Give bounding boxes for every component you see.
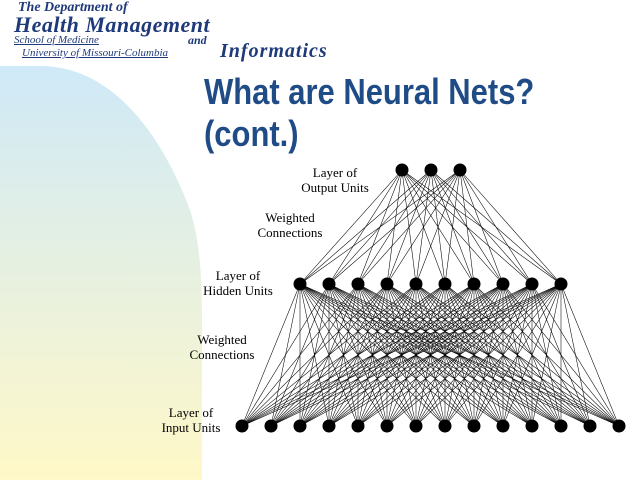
hidden-input-connection — [502, 283, 562, 427]
output-hidden-connection — [459, 169, 533, 285]
output-layer-label: Layer of Output Units — [290, 165, 380, 195]
hidden-input-connection — [531, 283, 562, 427]
output-hidden-connection — [444, 169, 461, 285]
school-of-medicine-label: School of Medicine — [14, 34, 99, 46]
hidden-layer — [293, 277, 568, 291]
output-hidden-connection — [415, 169, 461, 285]
input-unit-13 — [583, 419, 597, 433]
input-unit-11 — [525, 419, 539, 433]
university-label: University of Missouri-Columbia — [22, 47, 169, 59]
and-label: and — [188, 33, 207, 47]
hidden-input-connection — [241, 283, 417, 427]
weighted-connections-top-line2: Connections — [257, 225, 323, 240]
input-unit-6 — [380, 419, 394, 433]
hidden-input-connection — [241, 283, 359, 427]
hidden-unit-1 — [293, 277, 307, 291]
input-unit-7 — [409, 419, 423, 433]
weighted-connections — [241, 169, 620, 427]
slide-title-line2: (cont.) — [204, 113, 299, 154]
input-unit-3 — [293, 419, 307, 433]
output-hidden-connection — [328, 169, 461, 285]
hidden-unit-2 — [322, 277, 336, 291]
input-unit-12 — [554, 419, 568, 433]
hidden-input-connection — [270, 283, 562, 427]
hidden-input-connection — [241, 283, 388, 427]
informatics-label: Informatics — [220, 40, 328, 62]
output-hidden-connection — [357, 169, 461, 285]
hidden-input-connection — [328, 283, 562, 427]
weighted-connections-bottom-line2: Connections — [189, 347, 255, 362]
weighted-connections-bottom-label: Weighted Connections — [177, 332, 267, 362]
hidden-unit-7 — [467, 277, 481, 291]
input-unit-10 — [496, 419, 510, 433]
weighted-connections-bottom-line1: Weighted — [197, 332, 247, 347]
hidden-input-connection — [357, 283, 562, 427]
input-unit-1 — [235, 419, 249, 433]
input-unit-4 — [322, 419, 336, 433]
output-unit-2 — [424, 163, 438, 177]
hidden-input-connection — [241, 283, 330, 427]
output-hidden-connection — [459, 169, 504, 285]
input-unit-8 — [438, 419, 452, 433]
health-management-label: Health Management — [14, 12, 211, 37]
weighted-connections-top-line1: Weighted — [265, 210, 315, 225]
input-unit-9 — [467, 419, 481, 433]
input-layer — [235, 419, 626, 433]
hidden-unit-8 — [496, 277, 510, 291]
hidden-input-connection — [241, 283, 446, 427]
hidden-unit-10 — [554, 277, 568, 291]
input-unit-2 — [264, 419, 278, 433]
hidden-input-connection — [241, 283, 533, 427]
hidden-input-connection — [299, 283, 562, 427]
hidden-unit-4 — [380, 277, 394, 291]
output-layer-label-line2: Output Units — [301, 180, 369, 195]
input-unit-5 — [351, 419, 365, 433]
output-layer — [395, 163, 467, 177]
output-hidden-connection — [299, 169, 432, 285]
weighted-connections-top-label: Weighted Connections — [245, 210, 335, 240]
hidden-input-connection — [560, 283, 591, 427]
hidden-input-connection — [241, 283, 504, 427]
hidden-input-connection — [415, 283, 562, 427]
input-layer-label-line2: Input Units — [161, 420, 221, 435]
hidden-input-connection — [241, 283, 562, 427]
output-hidden-connection — [459, 169, 475, 285]
hidden-layer-label-line1: Layer of — [215, 268, 261, 283]
hidden-input-connection — [560, 283, 620, 427]
input-layer-label-line1: Layer of — [168, 405, 214, 420]
hidden-input-connection — [473, 283, 562, 427]
output-hidden-connection — [299, 169, 403, 285]
hidden-input-connection — [386, 283, 562, 427]
output-unit-3 — [453, 163, 467, 177]
input-layer-label: Layer of Input Units — [146, 405, 236, 435]
hidden-unit-5 — [409, 277, 423, 291]
hidden-input-connection — [241, 283, 301, 427]
hidden-unit-3 — [351, 277, 365, 291]
department-label: The Department of — [18, 0, 128, 15]
input-unit-14 — [612, 419, 626, 433]
output-unit-1 — [395, 163, 409, 177]
hidden-layer-label-line2: Hidden Units — [203, 283, 273, 298]
output-hidden-connection — [459, 169, 562, 285]
output-layer-label-line1: Layer of — [312, 165, 358, 180]
hidden-layer-label: Layer of Hidden Units — [193, 268, 283, 298]
hidden-unit-6 — [438, 277, 452, 291]
output-hidden-connection — [299, 169, 461, 285]
hidden-input-connection — [444, 283, 562, 427]
output-hidden-connection — [386, 169, 461, 285]
hidden-input-connection — [241, 283, 475, 427]
hidden-unit-9 — [525, 277, 539, 291]
slide-title-line1: What are Neural Nets? — [204, 71, 535, 112]
